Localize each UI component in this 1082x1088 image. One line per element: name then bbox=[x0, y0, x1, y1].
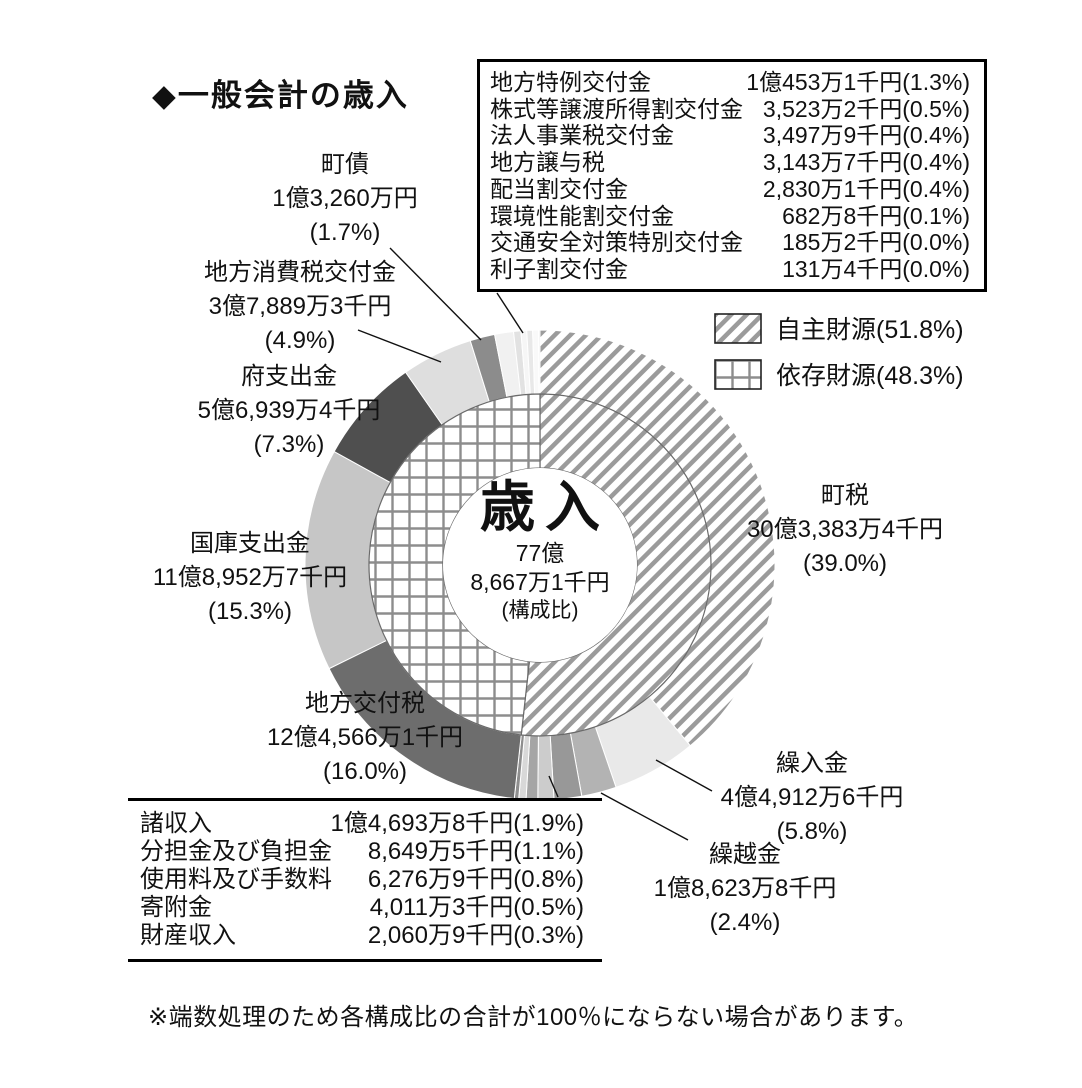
callout-value: 30億3,383万4千円 bbox=[746, 516, 944, 543]
revenue-value: 185万2千円(0.0%) bbox=[782, 229, 970, 256]
donut-center bbox=[443, 468, 637, 662]
callout-name: 府支出金 bbox=[240, 363, 337, 390]
table-row: 環境性能割交付金 682万8千円(0.1%) bbox=[490, 203, 970, 229]
callout-name: 町税 bbox=[820, 482, 869, 509]
leader-line bbox=[655, 759, 713, 792]
table-row: 財産収入 2,060万9千円(0.3%) bbox=[140, 922, 584, 950]
revenue-value: 3,523万2千円(0.5%) bbox=[762, 95, 970, 122]
callout-chouzei: 町税 30億3,383万4千円 (39.0%) bbox=[747, 479, 943, 581]
callout-pct: (2.4%) bbox=[709, 909, 781, 936]
legend-label: 依存財源(48.3%) bbox=[776, 362, 964, 390]
revenue-name: 環境性能割交付金 bbox=[490, 202, 674, 229]
table-row: 地方譲与税 3,143万7千円(0.4%) bbox=[490, 149, 970, 175]
callout-value: 12億4,566万1千円 bbox=[266, 724, 464, 751]
revenue-name: 地方特例交付金 bbox=[490, 68, 651, 95]
revenue-name: 利子割交付金 bbox=[490, 256, 628, 283]
revenue-name: 使用料及び手数料 bbox=[140, 866, 332, 893]
revenue-name: 配当割交付金 bbox=[490, 175, 628, 202]
callout-value: 4億4,912万6千円 bbox=[720, 784, 904, 811]
table-row: 分担金及び負担金 8,649万5千円(1.1%) bbox=[140, 838, 584, 866]
revenue-value: 3,497万9千円(0.4%) bbox=[762, 122, 970, 149]
revenue-value: 3,143万7千円(0.4%) bbox=[762, 149, 970, 176]
revenue-name: 財産収入 bbox=[140, 922, 236, 949]
revenue-value: 1億4,693万8千円(1.9%) bbox=[330, 810, 584, 837]
table-row: 法人事業税交付金 3,497万9千円(0.4%) bbox=[490, 122, 970, 148]
revenue-value: 4,011万3千円(0.5%) bbox=[369, 894, 584, 921]
center-title: 歳入 bbox=[479, 477, 611, 538]
legend-label: 自主財源(51.8%) bbox=[776, 316, 964, 344]
donut-center-label: 歳入 77億 8,667万1千円 (構成比) bbox=[470, 477, 610, 624]
revenue-name: 地方譲与税 bbox=[490, 149, 605, 176]
revenue-value: 8,649万5千円(1.1%) bbox=[367, 838, 584, 865]
inner-ring-group-1 bbox=[368, 393, 541, 736]
callout-pct: (5.8%) bbox=[776, 818, 848, 845]
revenue-name: 分担金及び負担金 bbox=[140, 838, 332, 865]
revenue-value: 131万4千円(0.0%) bbox=[782, 256, 970, 283]
revenue-value: 2,830万1千円(0.4%) bbox=[762, 175, 970, 202]
callout-pct: (7.3%) bbox=[253, 431, 325, 458]
callout-pct: (4.9%) bbox=[264, 327, 336, 354]
callout-pct: (39.0%) bbox=[802, 550, 888, 577]
table-row: 配当割交付金 2,830万1千円(0.4%) bbox=[490, 176, 970, 202]
callout-pct: (15.3%) bbox=[207, 598, 293, 625]
revenue-name: 諸収入 bbox=[140, 810, 212, 837]
callout-name: 国庫支出金 bbox=[189, 530, 310, 557]
revenue-name: 寄附金 bbox=[140, 894, 212, 921]
table-row: 交通安全対策特別交付金 185万2千円(0.0%) bbox=[490, 229, 970, 255]
revenue-value: 1億453万1千円(1.3%) bbox=[746, 68, 970, 95]
table-row: 諸収入 1億4,693万8千円(1.9%) bbox=[140, 810, 584, 838]
minor-revenues-box: 地方特例交付金 1億453万1千円(1.3%) 株式等譲渡所得割交付金 3,523万… bbox=[477, 59, 987, 292]
callout-fushishutsukin: 府支出金 5億6,939万4千円 (7.3%) bbox=[198, 360, 381, 462]
table-row: 利子割交付金 131万4千円(0.0%) bbox=[490, 256, 970, 282]
table-row: 寄附金 4,011万3千円(0.5%) bbox=[140, 894, 584, 922]
legend-item-jishu-zaigen: 自主財源(51.8%) bbox=[714, 310, 964, 346]
revenue-name: 交通安全対策特別交付金 bbox=[490, 229, 743, 256]
footnote: ※端数処理のため各構成比の合計が100％にならない場合があります。 bbox=[148, 1004, 919, 1031]
leader-line bbox=[548, 775, 559, 798]
callout-name: 町債 bbox=[321, 151, 369, 178]
legend-item-izon-zaigen: 依存財源(48.3%) bbox=[714, 356, 964, 392]
center-total-1: 77億 bbox=[515, 540, 565, 566]
callout-kurikoshikin: 繰越金 1億8,623万8千円 (2.4%) bbox=[654, 838, 837, 940]
legend: 自主財源(51.8%) 依存財源(48.3%) bbox=[714, 310, 964, 402]
callout-name: 地方消費税交付金 bbox=[204, 259, 396, 286]
callout-chihou-shouhizei: 地方消費税交付金 3億7,889万3千円 (4.9%) bbox=[204, 256, 396, 358]
callout-value: 5億6,939万4千円 bbox=[197, 397, 381, 424]
self-revenues-box: 諸収入 1億4,693万8千円(1.9%) 分担金及び負担金 8,649万5千円(1… bbox=[128, 798, 602, 962]
callout-value: 11億8,952万7千円 bbox=[152, 564, 348, 591]
callout-value: 1億3,260万円 bbox=[272, 185, 418, 212]
callout-value: 1億8,623万8千円 bbox=[653, 875, 837, 902]
callout-name: 繰入金 bbox=[775, 750, 848, 777]
callout-chihou-koufuzei: 地方交付税 12億4,566万1千円 (16.0%) bbox=[267, 687, 463, 789]
leader-line bbox=[496, 292, 524, 334]
table-row: 株式等譲渡所得割交付金 3,523万2千円(0.5%) bbox=[490, 96, 970, 122]
donut-segment-18 bbox=[538, 329, 541, 395]
center-total-2: 8,667万1千円 bbox=[470, 569, 610, 595]
callout-pct: (16.0%) bbox=[322, 758, 408, 785]
callout-name: 繰越金 bbox=[708, 841, 781, 868]
grid-pattern-swatch bbox=[714, 358, 762, 390]
callout-value: 3億7,889万3千円 bbox=[208, 293, 392, 320]
leader-line bbox=[357, 329, 442, 363]
callout-name: 地方交付税 bbox=[304, 690, 425, 717]
callout-kuriirekin: 繰入金 4億4,912万6千円 (5.8%) bbox=[721, 747, 904, 849]
revenue-value: 682万8千円(0.1%) bbox=[782, 202, 970, 229]
revenue-name: 法人事業税交付金 bbox=[490, 122, 674, 149]
callout-pct: (1.7%) bbox=[309, 219, 381, 246]
leader-line bbox=[389, 247, 482, 341]
revenue-value: 2,060万9千円(0.3%) bbox=[367, 922, 584, 949]
callout-chosai: 町債 1億3,260万円 (1.7%) bbox=[272, 148, 417, 250]
center-note: (構成比) bbox=[501, 599, 579, 622]
leader-line bbox=[600, 792, 689, 841]
revenue-name: 株式等譲渡所得割交付金 bbox=[490, 95, 743, 122]
table-row: 使用料及び手数料 6,276万9千円(0.8%) bbox=[140, 866, 584, 894]
revenue-value: 6,276万9千円(0.8%) bbox=[367, 866, 584, 893]
callout-kokko-shishutsukin: 国庫支出金 11億8,952万7千円 (15.3%) bbox=[153, 527, 347, 629]
table-row: 地方特例交付金 1億453万1千円(1.3%) bbox=[490, 69, 970, 95]
page-title: ◆一般会計の歳入 bbox=[152, 78, 409, 113]
hatch-pattern-swatch bbox=[714, 312, 762, 344]
